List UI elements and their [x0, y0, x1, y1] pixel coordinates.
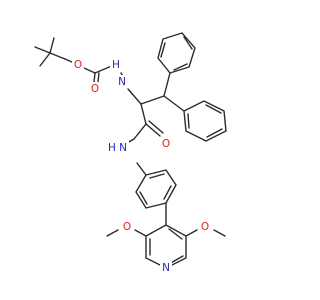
oxygen-atom-methoxy-right: O	[201, 221, 209, 233]
phenylene-ring	[135, 169, 177, 226]
phenyl-ring-top	[157, 32, 196, 97]
oxygen-atom-ether: O	[74, 59, 82, 71]
molecule-structure-diagram: O O H N O N H O O N	[34, 32, 227, 274]
tert-butyl-group	[34, 37, 66, 67]
carbamate-linkage	[64, 58, 142, 105]
hydrogen-atom-amide: H	[108, 142, 116, 154]
oxygen-atom-amide: O	[162, 138, 170, 150]
phenyl-ring-right	[163, 95, 227, 142]
backbone	[133, 95, 165, 140]
oxygen-atom-boc-carbonyl: O	[91, 83, 99, 95]
oxygen-atom-methoxy-left: O	[123, 221, 131, 233]
hydrogen-atom-carbamate: H	[112, 59, 120, 71]
nitrogen-atom-carbamate: N	[118, 76, 126, 88]
atom-labels: O O H N O N H O O N	[72, 58, 211, 274]
nitrogen-atom-amide: N	[119, 142, 127, 154]
nitrogen-atom-pyridine: N	[162, 262, 170, 274]
